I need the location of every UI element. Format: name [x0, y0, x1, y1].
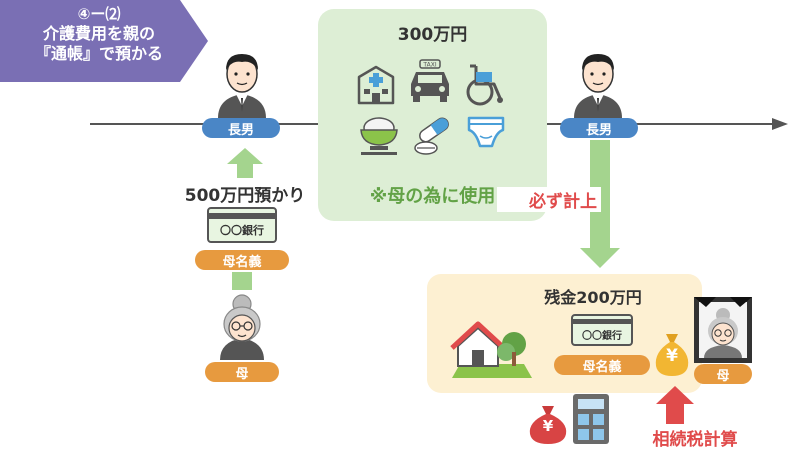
inheritance-tax-text: 相続税計算 — [652, 430, 738, 450]
man-icon — [218, 54, 266, 118]
connector-right — [590, 140, 610, 226]
arrow-up-red — [656, 386, 694, 424]
son-tag-right: 長男 — [560, 118, 638, 138]
usage-amount: 300万円 — [397, 25, 468, 45]
deposit-text: 500万円預かり — [184, 186, 306, 206]
passbook-icon — [207, 207, 277, 243]
yen-symbol-gold: ¥ — [666, 346, 678, 366]
arrow-down-right — [580, 224, 620, 268]
usage-box — [318, 9, 547, 221]
title-number: ④ー⑵ — [77, 5, 121, 23]
title-line-1: 介護費用を親の — [42, 24, 155, 43]
wheelchair-icon — [466, 64, 503, 106]
usage-text: ※母の為に使用 — [369, 186, 496, 207]
title-text: ④ー⑵ 介護費用を親の 『通帳』で預かる — [4, 4, 194, 64]
remaining-text: 残金200万円 — [544, 288, 642, 307]
title-ribbon — [0, 0, 208, 82]
connector-left — [232, 272, 252, 290]
money-bag-icon — [655, 334, 689, 376]
man-icon — [574, 54, 622, 118]
account-tag-right: 母名義 — [554, 355, 650, 375]
calculator-icon — [573, 394, 609, 444]
yen-symbol-red: ¥ — [542, 417, 554, 435]
memorial-portrait-icon — [694, 297, 752, 363]
hospital-icon — [357, 65, 395, 105]
mother-tag-left: 母 — [205, 362, 279, 382]
money-bag-icon — [529, 406, 567, 444]
account-tag-left: 母名義 — [195, 250, 289, 270]
mother-tag-right: 母 — [694, 364, 752, 384]
passbook-bank: 〇〇銀行 — [220, 224, 264, 237]
title-line-2: 『通帳』で預かる — [34, 44, 163, 63]
pills-icon — [414, 117, 449, 155]
diaper-icon — [467, 116, 505, 148]
passbook-icon — [571, 314, 633, 346]
taxi-icon: TAXI — [411, 59, 449, 102]
house-icon — [450, 321, 532, 378]
son-tag-left: 長男 — [202, 118, 280, 138]
taxi-sign: TAXI — [422, 62, 436, 69]
grandmother-icon — [220, 294, 264, 360]
arrow-up-left — [227, 148, 263, 178]
must-record-text: 必ず計上 — [497, 187, 601, 212]
rice-bowl-icon — [360, 117, 398, 155]
passbook-bank-right: 〇〇銀行 — [582, 331, 622, 342]
